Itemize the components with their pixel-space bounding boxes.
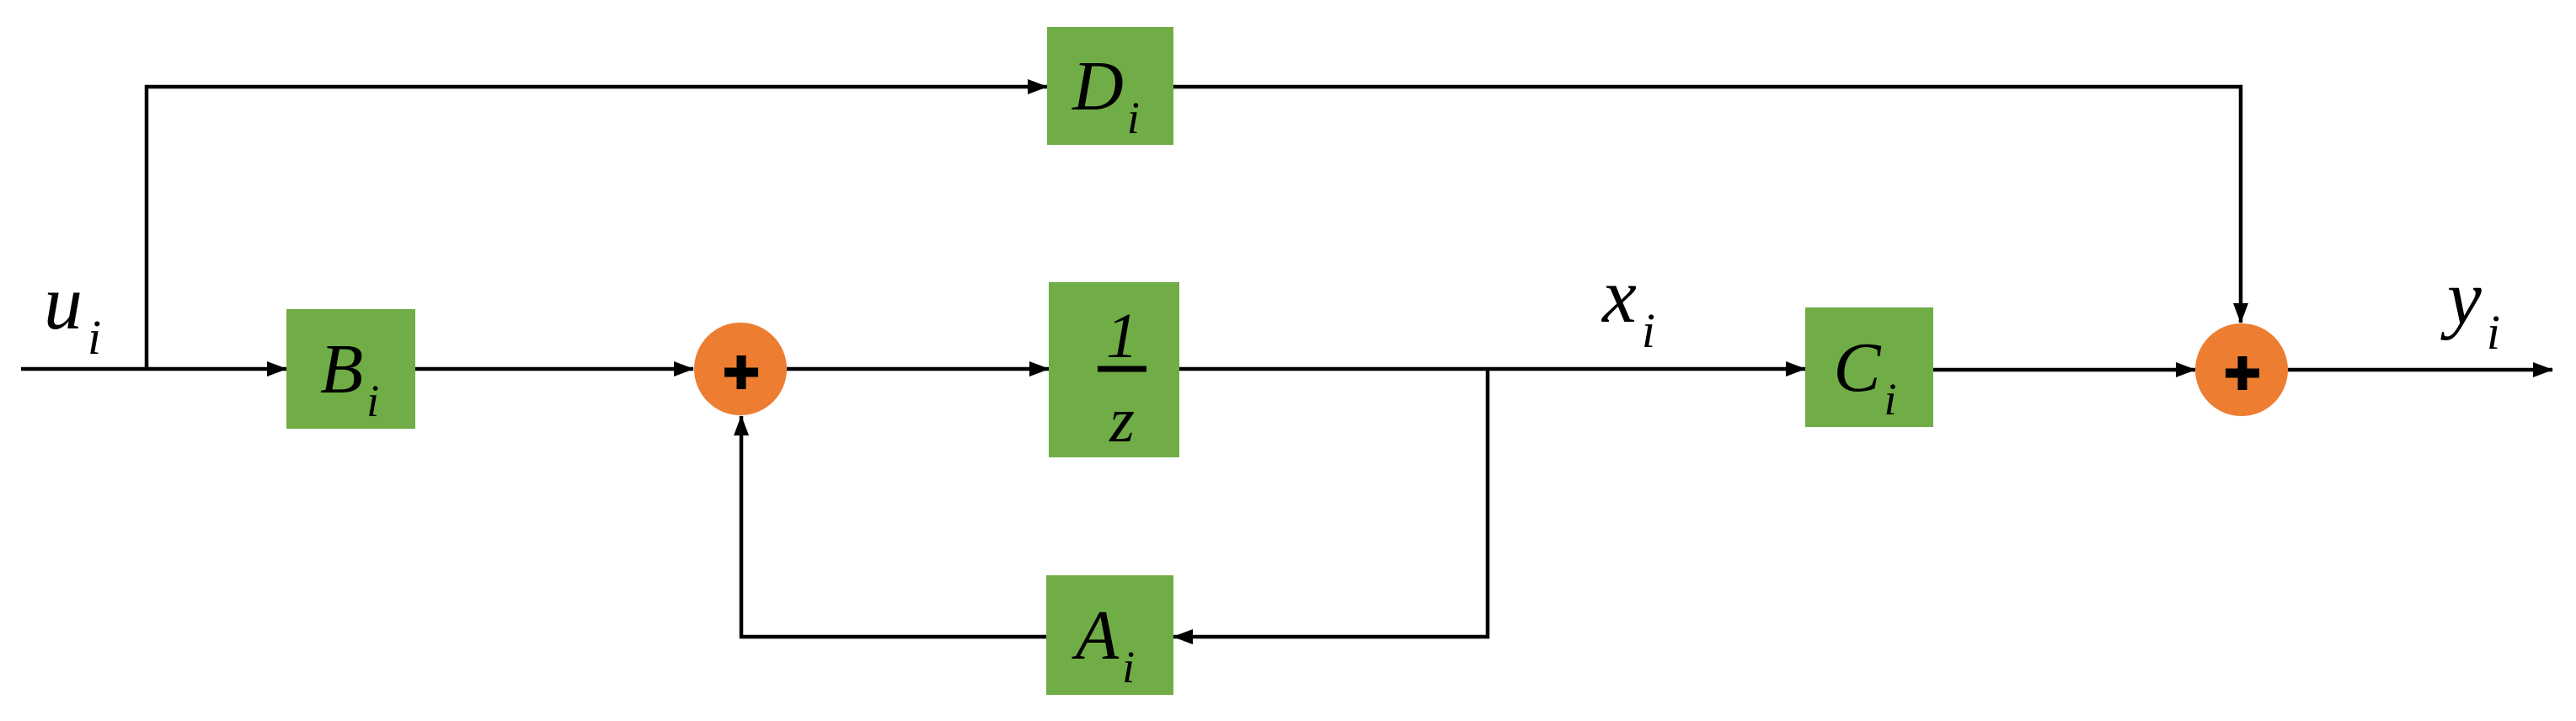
a-block	[1046, 575, 1173, 695]
gain-blocks	[286, 27, 1933, 695]
plus-signs	[724, 355, 2259, 390]
d-block	[1047, 27, 1173, 145]
b-block-label: Bi	[320, 330, 379, 426]
c-block-label: Ci	[1833, 328, 1896, 425]
d-block-label: Di	[1072, 47, 1140, 143]
wire-d-to-sum-right	[1173, 84, 2248, 323]
wire-state-to-a	[1173, 369, 1490, 644]
b-block	[286, 309, 415, 429]
c-block	[1805, 307, 1933, 427]
sum-left-plus-icon	[724, 355, 758, 389]
delay-numerator: 1	[1106, 301, 1138, 371]
a-block-label: Ai	[1072, 596, 1135, 692]
summing-junctions	[694, 323, 2288, 416]
delay-block-label: 1 z	[1098, 301, 1146, 456]
wire-a-to-sum-left	[734, 415, 1046, 639]
wire-feedthrough-to-d	[144, 79, 1048, 369]
wires	[21, 79, 2553, 644]
delay-denominator: z	[1109, 385, 1135, 456]
sum-right-plus-icon	[2226, 356, 2259, 390]
